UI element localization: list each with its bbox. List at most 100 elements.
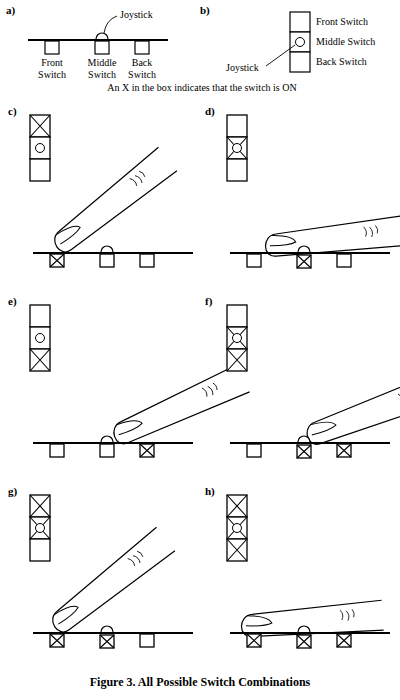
front-indicator — [30, 305, 50, 327]
fingernail — [245, 614, 272, 627]
front-indicator — [30, 495, 50, 517]
part-label: Joystick — [120, 9, 153, 21]
middle-indicator — [227, 327, 247, 349]
knuckle-crease — [128, 550, 146, 567]
fingernail — [269, 233, 296, 247]
on-mark — [30, 115, 50, 137]
fingernail — [54, 220, 81, 245]
joystick-dome — [298, 436, 310, 442]
part-label: Middle Switch — [316, 36, 375, 48]
back-indicator — [30, 349, 50, 371]
front-indicator — [227, 305, 247, 327]
leader-line — [266, 45, 295, 66]
fingernail — [52, 600, 79, 625]
joystick-circle — [233, 524, 242, 533]
middle-switch — [100, 635, 114, 648]
joystick-circle — [36, 144, 45, 153]
middle-indicator — [227, 517, 247, 539]
middle-switch — [95, 41, 109, 54]
joystick-dome — [298, 626, 310, 632]
on-mark — [227, 517, 247, 539]
joystick-circle — [36, 334, 45, 343]
panel-letter: h) — [205, 485, 215, 498]
panel-letter: d) — [205, 105, 215, 118]
middle-indicator — [30, 327, 50, 349]
joystick-circle — [296, 38, 305, 47]
finger — [47, 147, 177, 258]
on-mark — [337, 444, 351, 457]
front-switch — [45, 41, 59, 54]
front-switch — [290, 12, 310, 32]
joystick-circle — [233, 144, 242, 153]
fingernail — [115, 415, 143, 436]
back-switch — [337, 634, 351, 647]
part-label: Joystick — [226, 62, 259, 74]
on-mark — [297, 635, 311, 648]
on-mark — [297, 445, 311, 458]
joystick-dome — [101, 436, 113, 442]
back-switch — [337, 254, 351, 267]
back-indicator — [227, 349, 247, 371]
front-indicator — [227, 115, 247, 137]
middle-indicator — [30, 137, 50, 159]
finger — [45, 527, 175, 638]
finger — [108, 364, 250, 449]
panel-letter: b) — [200, 4, 210, 17]
front-switch — [50, 634, 64, 647]
side-view-switches — [28, 16, 168, 54]
back-indicator — [227, 539, 247, 561]
joystick-dome — [96, 33, 108, 39]
finger-outline — [240, 600, 383, 640]
joystick-dome — [298, 246, 310, 252]
switch-panel — [227, 305, 400, 458]
on-mark — [227, 349, 247, 371]
joystick-circle — [36, 524, 45, 533]
front-switch — [50, 254, 64, 267]
leader-line — [104, 16, 117, 33]
knuckle-crease — [202, 382, 219, 398]
switch-panel — [30, 115, 193, 267]
switch-panel — [227, 495, 390, 648]
back-indicator — [227, 159, 247, 181]
on-mark — [337, 634, 351, 647]
panel-letter: a) — [6, 4, 15, 17]
on-mark — [30, 517, 50, 539]
on-mark — [140, 444, 154, 457]
on-mark — [30, 495, 50, 517]
front-switch — [247, 444, 261, 457]
finger — [240, 600, 383, 640]
middle-switch — [297, 635, 311, 648]
finger-outline — [302, 373, 400, 450]
fingernail — [308, 417, 336, 436]
on-mark — [100, 635, 114, 648]
middle-indicator — [227, 137, 247, 159]
panel-letter: e) — [8, 295, 17, 308]
on-mark — [247, 634, 261, 647]
part-label: Middle Switch — [80, 57, 124, 80]
note: An X in the box indicates that the switc… — [2, 82, 400, 94]
part-label: Back Switch — [122, 57, 162, 80]
switch-panel — [227, 115, 400, 268]
on-mark — [227, 327, 247, 349]
middle-switch — [100, 444, 114, 457]
front-switch — [247, 254, 261, 267]
middle-indicator — [30, 517, 50, 539]
finger-outline — [47, 147, 177, 258]
on-mark — [297, 255, 311, 268]
finger-outline — [45, 527, 175, 638]
on-mark — [227, 495, 247, 517]
switch-panel — [30, 495, 193, 648]
middle-switch — [297, 445, 311, 458]
on-mark — [30, 349, 50, 371]
part-label: Back Switch — [316, 56, 367, 68]
front-indicator — [227, 495, 247, 517]
on-mark — [50, 634, 64, 647]
joystick-dome — [101, 246, 113, 252]
front-switch — [247, 634, 261, 647]
back-switch — [135, 41, 149, 54]
joystick-circle — [233, 334, 242, 343]
middle-switch — [297, 255, 311, 268]
part-label: Front Switch — [32, 57, 72, 80]
back-switch — [140, 634, 154, 647]
knuckle-crease — [364, 225, 379, 237]
